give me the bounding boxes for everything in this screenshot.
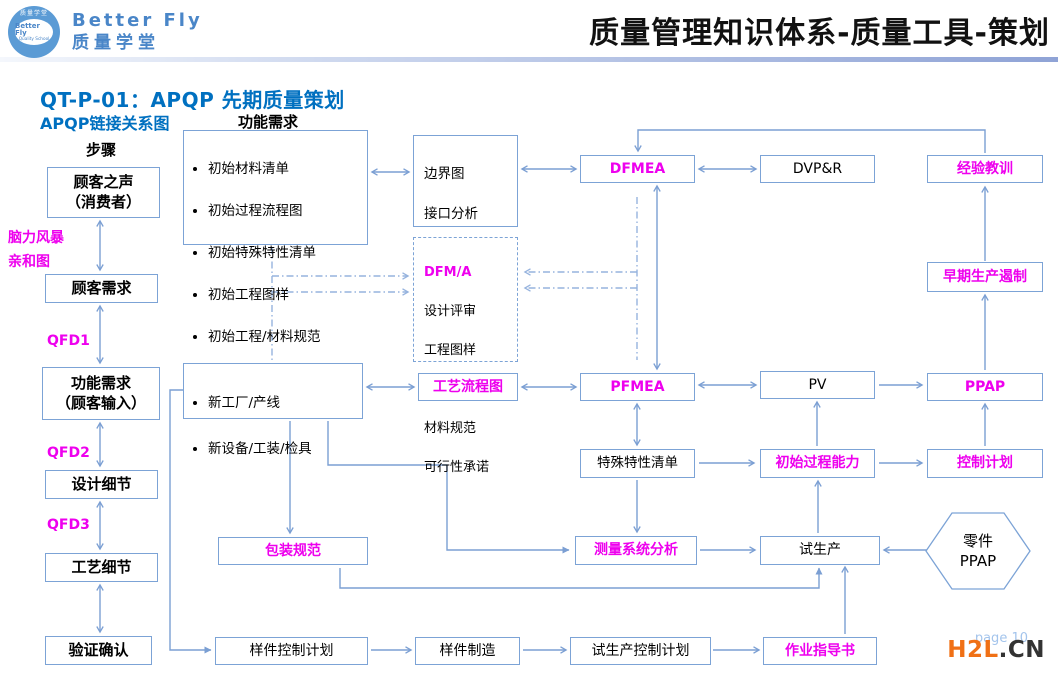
node-process-flow-diagram: 工艺流程图: [418, 373, 518, 401]
node-pv: PV: [760, 371, 875, 399]
list-item: 接口分析: [424, 206, 478, 222]
logo-badge: Better Fly Quality School: [15, 19, 53, 45]
diagram-subtitle: APQP链接关系图: [40, 114, 170, 133]
header-divider: [0, 57, 1058, 62]
node-pfmea: PFMEA: [580, 373, 695, 401]
brand-line1: Better Fly: [72, 10, 203, 31]
list-initial-deliverables: 初始材料清单 初始过程流程图 初始特殊特性清单 初始工程图样 初始工程/材料规范: [183, 130, 368, 345]
node-sample-control-plan: 样件控制计划: [215, 637, 368, 665]
list-boundary-diagram: 边界图 接口分析 P图 噪音: [413, 135, 518, 302]
page-number-watermark: page 10: [974, 631, 1028, 646]
node-part-ppap-hexagon: [925, 512, 1031, 590]
logo-badge-title: Better Fly: [15, 21, 40, 37]
label-brainstorm-affinity: 脑力风暴 亲和图: [8, 230, 64, 270]
list-item: 材料规范: [424, 420, 477, 436]
list-item: 新设备/工装/检具: [208, 438, 312, 461]
functional-req-label: 功能需求: [238, 113, 299, 131]
node-process-detail: 工艺细节: [45, 553, 158, 582]
node-part-ppap-label: 零件 PPAP: [959, 531, 997, 570]
site-logo: H2L.CN: [947, 637, 1045, 663]
node-measurement-system-analysis: 测量系统分析: [575, 536, 697, 565]
list-dfma: DFM/A 设计评审 工程图样 工程规范 材料规范 可行性承诺: [413, 237, 518, 475]
node-trial-production: 试生产: [760, 536, 880, 565]
node-dfmea: DFMEA: [580, 155, 695, 183]
list-item: 边界图: [424, 166, 465, 182]
page-title: 质量管理知识体系-质量工具-策划: [589, 16, 1050, 51]
node-voice-of-customer: 顾客之声 （消费者）: [47, 167, 160, 218]
node-functional-requirements: 功能需求 （顾客输入）: [42, 367, 160, 420]
list-item: 初始特殊特性清单: [208, 243, 321, 264]
site-logo-dark: .CN: [998, 637, 1045, 663]
node-packaging-spec: 包装规范: [218, 537, 368, 565]
dfma-title: DFM/A: [424, 264, 472, 280]
node-sample-manufacturing: 样件制造: [415, 637, 520, 665]
list-item: 可行性承诺: [424, 459, 490, 475]
logo-ring-text: 质量学堂: [19, 10, 48, 17]
label-qfd1: QFD1: [47, 333, 90, 349]
node-pretrial-control-plan: 试生产控制计划: [570, 637, 711, 665]
diagram-title: QT-P-01：APQP 先期质量策划: [40, 88, 345, 112]
list-new-factory: 新工厂/产线 新设备/工装/检具: [183, 363, 363, 457]
steps-label: 步骤: [86, 141, 117, 159]
list-item: 设计评审: [424, 303, 477, 319]
brand-line2: 质量学堂: [72, 32, 160, 53]
node-ppap: PPAP: [927, 373, 1043, 401]
site-logo-orange: H2L: [947, 637, 999, 663]
logo-badge-sub: Quality School: [18, 36, 50, 42]
brand-text: Better Fly 质量学堂: [72, 10, 203, 54]
node-dvpr: DVP&R: [760, 155, 875, 183]
list-item: 初始工程/材料规范: [208, 327, 321, 348]
node-special-characteristics-list: 特殊特性清单: [580, 449, 695, 478]
list-item: 新工厂/产线: [208, 392, 312, 415]
list-item: 初始材料清单: [208, 159, 321, 180]
node-verification: 验证确认: [45, 636, 152, 665]
node-design-detail: 设计细节: [45, 470, 158, 499]
node-control-plan: 控制计划: [927, 449, 1043, 478]
list-item: 初始过程流程图: [208, 201, 321, 222]
list-item: 工程图样: [424, 342, 477, 358]
node-work-instruction: 作业指导书: [763, 637, 877, 665]
node-initial-process-capability: 初始过程能力: [760, 449, 875, 478]
label-qfd3: QFD3: [47, 517, 90, 533]
node-lessons-learned: 经验教训: [927, 155, 1043, 183]
node-early-production-containment: 早期生产遏制: [927, 262, 1043, 292]
list-item: 初始工程图样: [208, 285, 321, 306]
node-customer-requirements: 顾客需求: [45, 274, 158, 303]
label-qfd2: QFD2: [47, 445, 90, 461]
